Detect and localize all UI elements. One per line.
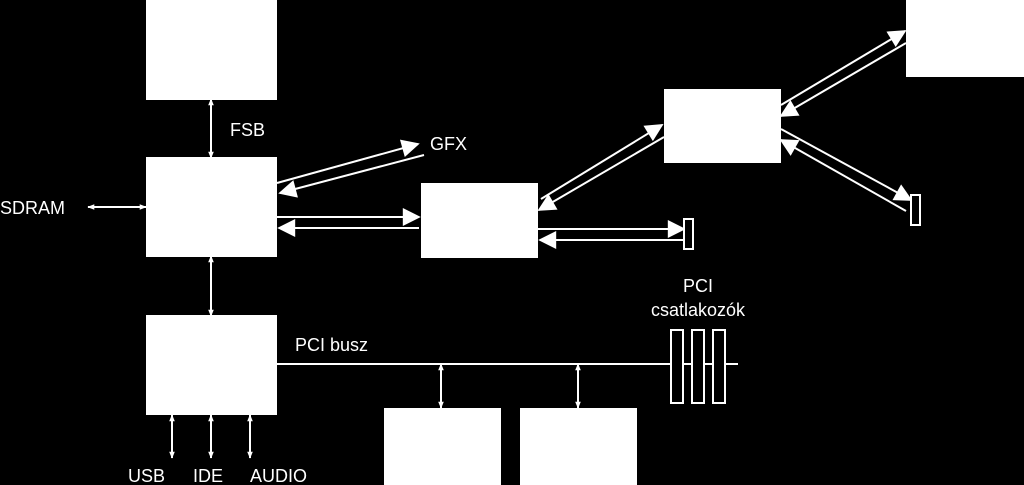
audio-label: AUDIO <box>250 466 307 485</box>
top-right-box <box>906 0 1024 77</box>
hub-to-port-arrow <box>780 128 913 201</box>
hub-to-bridge-arrow <box>537 136 665 211</box>
sdram-label: SDRAM <box>0 198 65 218</box>
gfx-arrow-in <box>278 154 425 198</box>
pci-slot-1 <box>670 329 684 404</box>
pci-slots-label-line2: csatlakozók <box>651 300 746 320</box>
pci-bus-label: PCI busz <box>295 335 368 355</box>
fsb-label: FSB <box>230 120 265 140</box>
bridge-port-connector <box>683 218 694 250</box>
northbridge-box <box>146 157 277 257</box>
port-to-hub-arrow <box>779 139 907 212</box>
pci-device-box-2 <box>520 408 637 485</box>
gfx-label: GFX <box>430 134 467 154</box>
hub-port-connector <box>910 194 921 226</box>
topright-to-hub-arrow <box>779 42 907 117</box>
pci-slot-3 <box>712 329 726 404</box>
cpu-box <box>146 0 277 100</box>
bridge-to-hub-arrow <box>540 124 664 200</box>
hub-box <box>664 89 781 163</box>
gfx-arrow-out <box>276 139 420 184</box>
hub-to-topright-arrow <box>780 30 907 106</box>
southbridge-box <box>146 315 277 415</box>
usb-label: USB <box>128 466 165 485</box>
ide-label: IDE <box>193 466 223 485</box>
pci-slot-2 <box>691 329 705 404</box>
pci-slots-label-line1: PCI <box>683 276 713 296</box>
agp-bridge-box <box>421 183 538 258</box>
pci-device-box-1 <box>384 408 501 485</box>
